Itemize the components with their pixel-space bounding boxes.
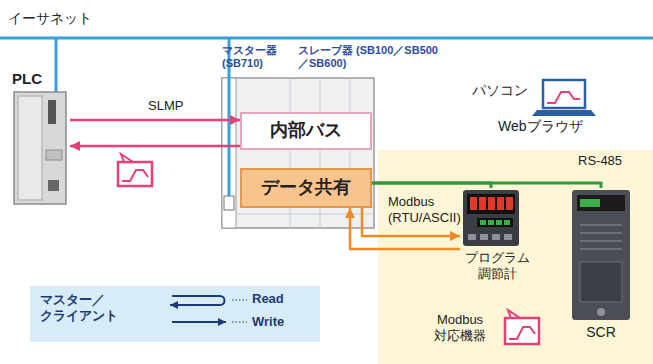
node-text: 内部バス <box>242 120 370 142</box>
chart-icon <box>505 310 539 344</box>
protocol-name: Modbus (RTU/ASCII) <box>388 194 470 225</box>
node-text: PLC <box>12 70 42 88</box>
node-text: データ共有 <box>242 177 370 199</box>
network-name: イーサネット <box>8 10 92 27</box>
legend-text: Write <box>252 314 284 330</box>
legend-read-sample <box>170 296 225 305</box>
data-share-box: データ共有 <box>240 168 372 208</box>
legend-box <box>30 286 320 342</box>
internal-bus-box: 内部バス <box>240 112 372 150</box>
node-text: RS-485 <box>578 153 622 169</box>
chart-icon <box>118 154 152 186</box>
node-text: SCR <box>568 324 634 341</box>
connector <box>372 183 601 188</box>
program-controller: プログラム 調節計 <box>460 188 536 292</box>
node-text: プログラム 調節計 <box>460 250 534 281</box>
plc-illustration <box>14 92 66 204</box>
ethernet-line <box>0 37 653 40</box>
node-text: スレーブ器 (SB100／SB500／SB600) <box>298 44 448 70</box>
program-controller-illustration <box>463 190 519 246</box>
node-text: Webブラウザ <box>498 118 583 135</box>
legend-caption: マスター／ クライアント <box>40 292 128 323</box>
protocol-name: SLMP <box>148 98 183 114</box>
controller-unit <box>222 78 374 228</box>
rs485-region: RS-485 プログラム 調節計 SCR <box>378 150 653 364</box>
scr-device: SCR <box>568 188 636 348</box>
scr-illustration <box>572 190 630 320</box>
legend-leader <box>232 299 247 300</box>
laptop-icon <box>532 80 596 116</box>
node-text: マスター器 (SB710) <box>222 44 284 70</box>
legend-write-sample <box>172 321 226 323</box>
plc-device: PLC <box>10 68 70 208</box>
ethernet-drop <box>55 38 58 92</box>
connector <box>70 145 240 148</box>
legend-leader <box>232 321 247 322</box>
pc-device: パソコン Webブラウザ <box>470 76 600 138</box>
device-caption: Modbus 対応機器 <box>424 312 496 343</box>
node-text: パソコン <box>472 82 528 99</box>
connector <box>70 119 240 122</box>
legend-text: Read <box>252 291 284 307</box>
